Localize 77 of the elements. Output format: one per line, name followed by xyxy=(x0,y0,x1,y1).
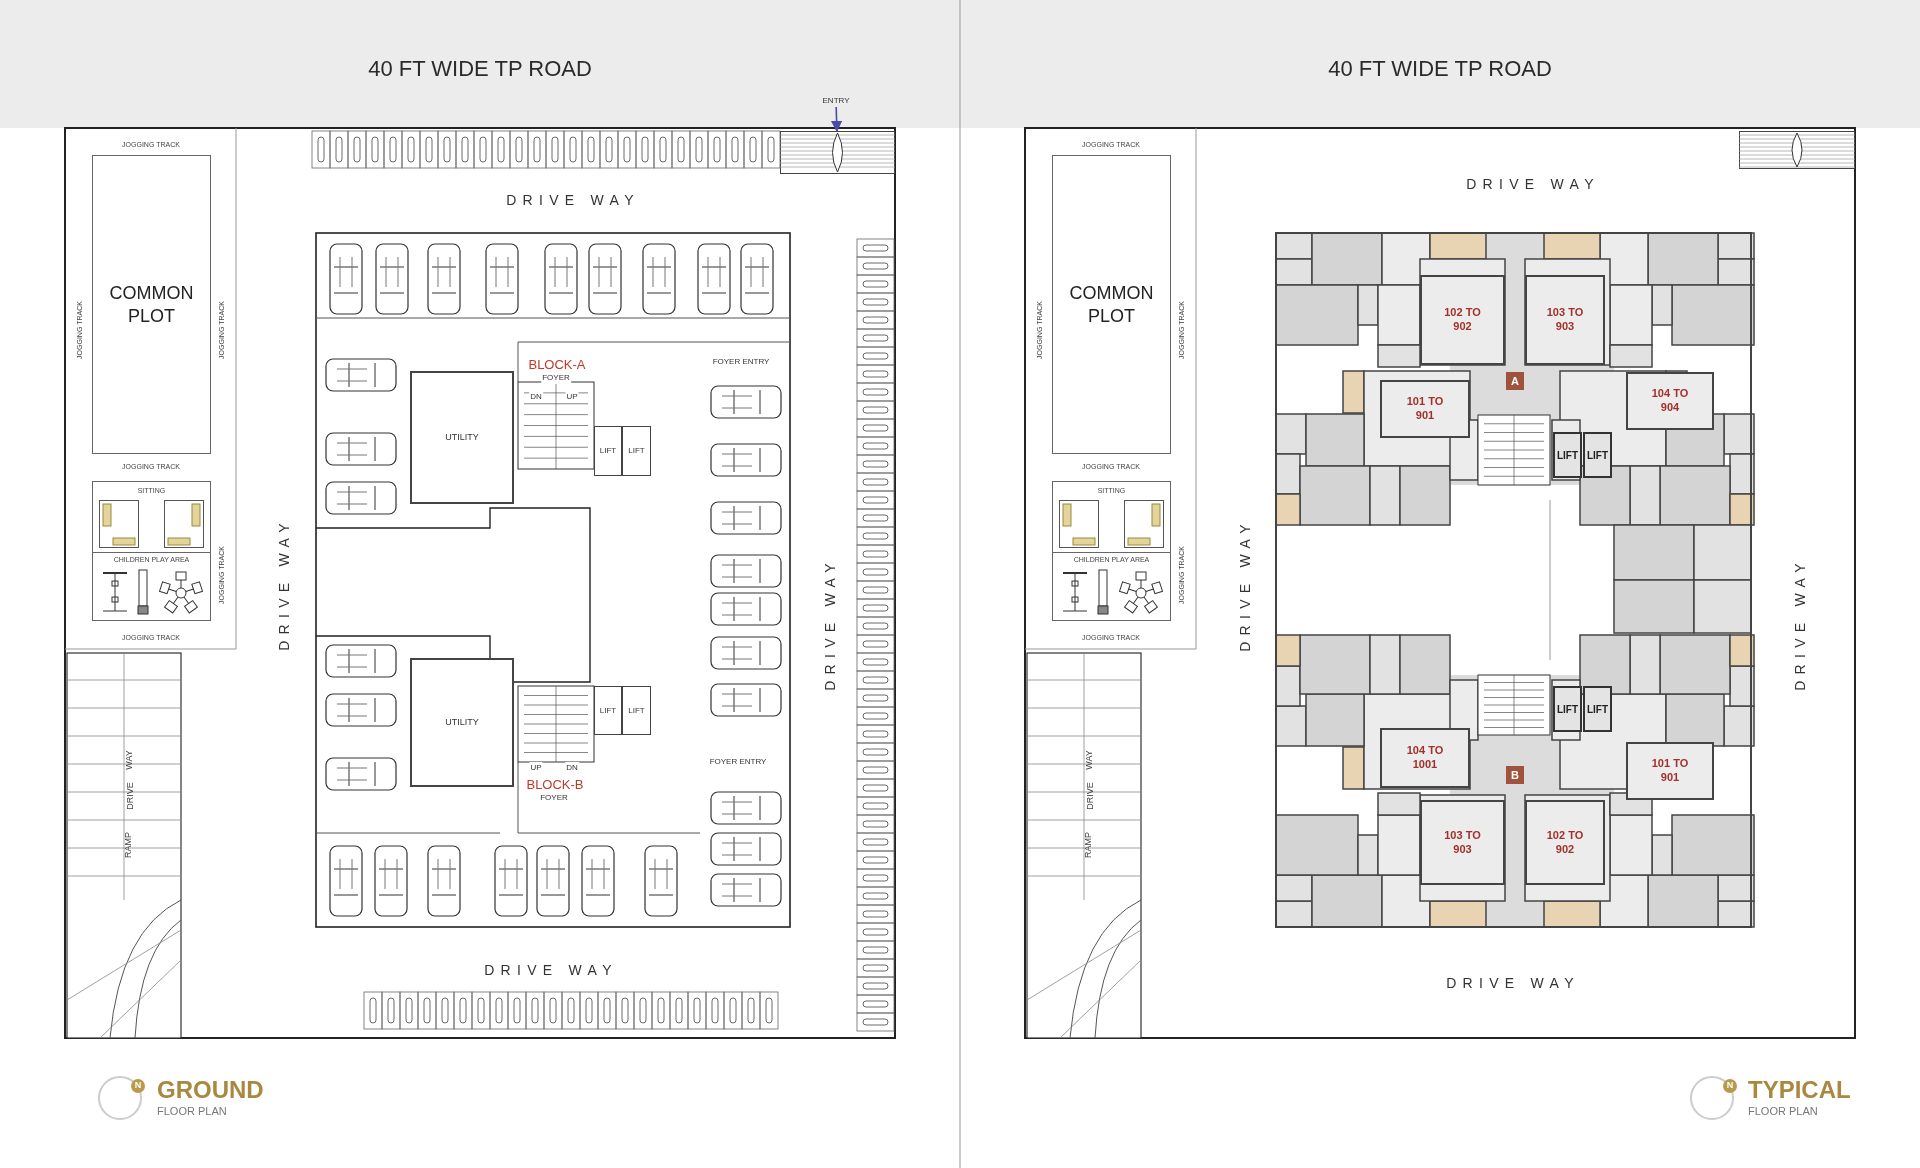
living-room xyxy=(1420,275,1505,365)
ramp-label: RAMP xyxy=(122,832,135,858)
play-area xyxy=(92,553,211,621)
driveway-label: DRIVE WAY xyxy=(274,517,293,651)
room-label: LIFT xyxy=(628,445,645,457)
common-plot-area xyxy=(92,155,211,454)
living-room xyxy=(1626,742,1714,800)
arrow xyxy=(831,106,843,133)
lift-shaft xyxy=(1553,686,1582,732)
block-letter: B xyxy=(1511,767,1519,783)
north-badge: N xyxy=(1723,1079,1737,1093)
utility-room xyxy=(410,658,514,787)
ramp-label: DRIVE xyxy=(124,782,137,810)
road-name: 40 FT WIDE TP ROAD xyxy=(368,54,592,83)
area-name: COMMON PLOT xyxy=(108,282,195,327)
driveway-label: DRIVE WAY xyxy=(484,960,618,980)
unit-number: 104 TO 1001 xyxy=(1405,744,1445,772)
living-room xyxy=(1525,275,1605,365)
block-label: BLOCK-B xyxy=(526,776,584,795)
living-room xyxy=(1420,800,1505,885)
room-label: LIFT xyxy=(628,704,645,717)
room-label: LIFT xyxy=(599,445,617,457)
ramp-label: RAMP xyxy=(1082,832,1095,858)
driveway-label: DRIVE WAY xyxy=(1235,518,1254,652)
block-tag xyxy=(1506,766,1524,784)
unit-number: 101 TO 901 xyxy=(1405,395,1445,423)
unit-number: 103 TO 903 xyxy=(1545,306,1585,334)
utility-room xyxy=(410,371,514,504)
lift-shaft xyxy=(594,426,622,476)
unit-number: 102 TO 902 xyxy=(1443,306,1482,334)
entry-label: ENTRY xyxy=(822,94,850,107)
lift-shaft xyxy=(622,426,651,476)
room-label: LIFT xyxy=(1556,448,1579,463)
entry-gate xyxy=(780,131,895,174)
play-area xyxy=(1052,553,1171,621)
driveway-label: DRIVE WAY xyxy=(506,190,640,210)
sitting-area xyxy=(1052,481,1171,553)
area-name: COMMON PLOT xyxy=(1068,282,1155,327)
north-badge: N xyxy=(131,1079,145,1093)
block-label: BLOCK-A xyxy=(528,356,586,375)
driveway-label: DRIVE WAY xyxy=(1446,973,1580,993)
sitting-area xyxy=(92,481,211,553)
ramp-label: WAY xyxy=(123,750,136,770)
unit-number: 101 TO 901 xyxy=(1650,757,1690,785)
room-label: LIFT xyxy=(1586,702,1609,717)
room-label: UTILITY xyxy=(445,715,479,729)
ramp-label: DRIVE xyxy=(1084,782,1097,810)
driveway-label: DRIVE WAY xyxy=(1790,557,1809,691)
block-letter: A xyxy=(1511,373,1519,389)
room-label: LIFT xyxy=(1556,702,1579,717)
unit-number: 103 TO 903 xyxy=(1443,828,1482,857)
plan-title: GROUND xyxy=(157,1078,264,1102)
unit-number: 104 TO 904 xyxy=(1650,387,1690,415)
lift-shaft xyxy=(1553,432,1582,478)
living-room xyxy=(1626,372,1714,430)
entry-gate xyxy=(1739,131,1855,169)
living-room xyxy=(1380,380,1470,438)
room-label: UTILITY xyxy=(445,430,479,444)
block-tag xyxy=(1506,372,1524,390)
lift-shaft xyxy=(594,686,622,735)
unit-number: 102 TO 902 xyxy=(1545,828,1585,857)
living-room xyxy=(1380,728,1470,788)
driveway-label: DRIVE WAY xyxy=(1466,174,1600,194)
ramp-label: WAY xyxy=(1083,750,1096,770)
plan-subtitle: FLOOR PLAN xyxy=(157,1105,227,1117)
living-room xyxy=(1525,800,1605,885)
lift-shaft xyxy=(1583,432,1612,478)
room-label: LIFT xyxy=(599,704,617,717)
common-plot-area xyxy=(1052,155,1171,454)
lift-shaft xyxy=(1583,686,1612,732)
lift-shaft xyxy=(622,686,651,735)
plan-subtitle: FLOOR PLAN xyxy=(1748,1105,1818,1117)
room-label: LIFT xyxy=(1586,448,1609,463)
road-name: 40 FT WIDE TP ROAD xyxy=(1328,54,1552,83)
driveway-label: DRIVE WAY xyxy=(820,557,839,691)
plan-title: TYPICAL xyxy=(1748,1078,1851,1102)
area-label: FOYER xyxy=(541,372,571,384)
